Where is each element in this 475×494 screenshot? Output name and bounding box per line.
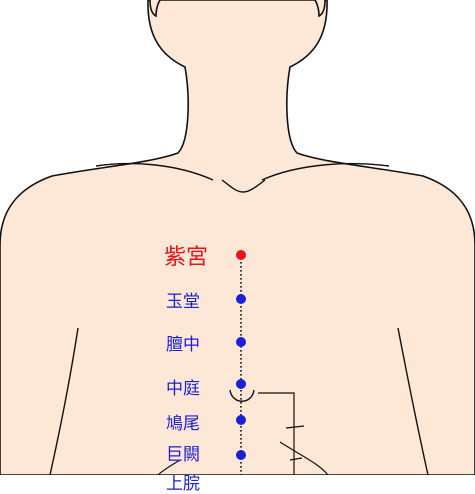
- acupoint-dot-jiuwei[interactable]: [236, 415, 246, 425]
- acupoint-label-zigong: 紫宮: [164, 245, 209, 270]
- rib-outline: [258, 392, 295, 475]
- rib-tick: [289, 457, 303, 461]
- rib-tick: [285, 425, 305, 429]
- xiphoid-process: [229, 389, 255, 402]
- right-clavicle: [261, 162, 390, 181]
- left-clavicle: [95, 162, 214, 181]
- acupoint-dot-juque[interactable]: [236, 450, 246, 460]
- face-outline-right: [314, 0, 326, 18]
- acupoint-label-juque: 巨闕: [166, 445, 200, 465]
- acupoint-label-danzhong: 膻中: [166, 335, 200, 355]
- left-arm-line: [49, 327, 79, 476]
- face-outline: [149, 0, 161, 18]
- torso-silhouette: [0, 0, 475, 476]
- acupoint-dot-yutang[interactable]: [236, 294, 246, 304]
- costal-arch: [279, 441, 329, 476]
- acupoint-label-shangwan: 上脘: [166, 474, 200, 494]
- acupoint-dot-danzhong[interactable]: [236, 337, 246, 347]
- right-arm-line: [397, 327, 429, 476]
- acupoint-label-yutang: 玉堂: [166, 292, 200, 312]
- jugular-notch: [221, 179, 266, 193]
- costal-arch: [157, 459, 181, 476]
- acupoint-label-zhongting: 中庭: [166, 379, 200, 399]
- acupoint-dot-zigong[interactable]: [236, 250, 246, 260]
- acupoint-dot-zhongting[interactable]: [236, 379, 246, 389]
- acupoint-label-jiuwei: 鳩尾: [166, 414, 200, 434]
